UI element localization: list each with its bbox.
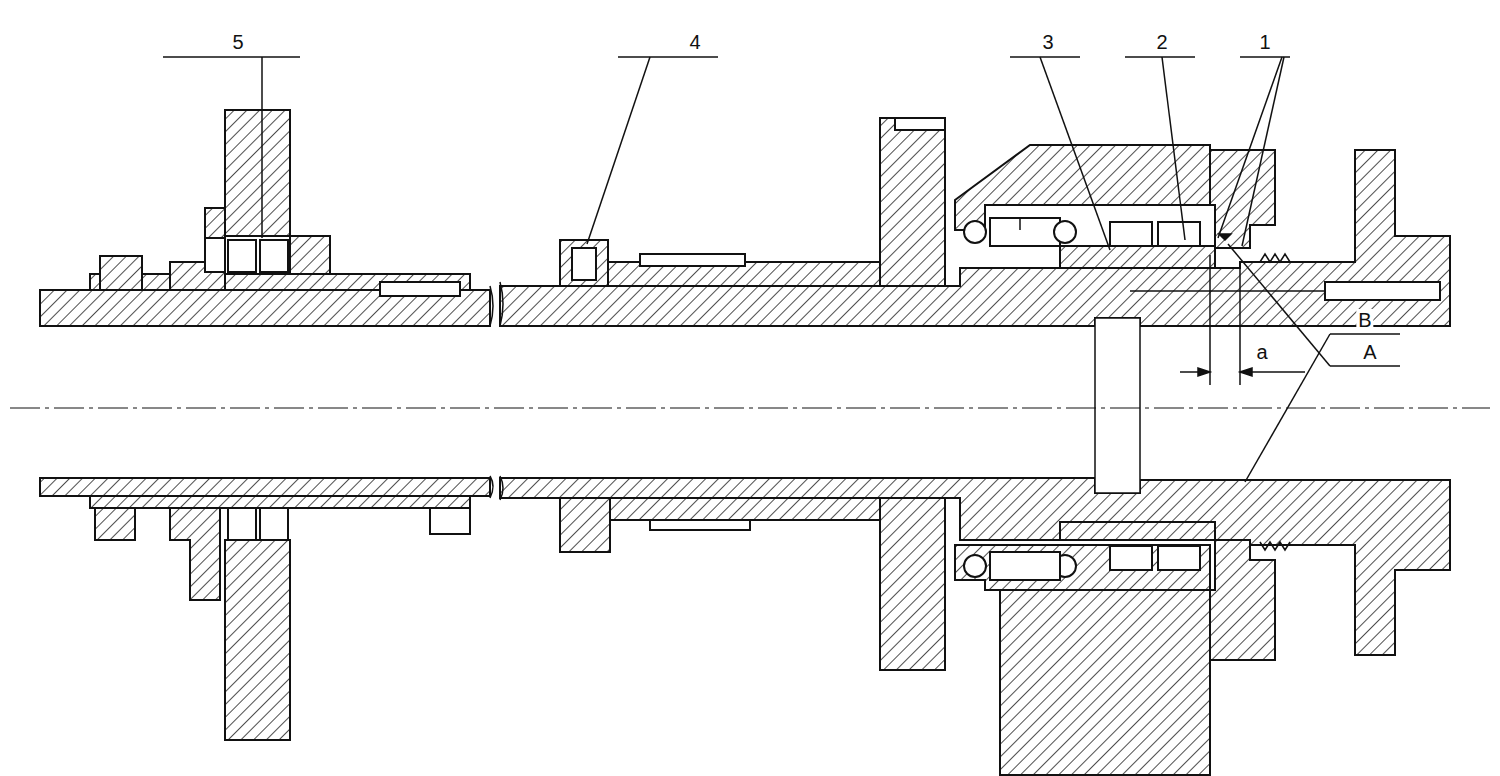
- callout-label: B: [1356, 309, 1373, 331]
- center-line: [10, 408, 1490, 409]
- callout-label: A: [1361, 341, 1378, 363]
- section-parts: [40, 110, 1450, 775]
- callout-label: 4: [687, 31, 702, 53]
- detail-lines: [490, 218, 1325, 550]
- callout-label: 5: [230, 31, 245, 53]
- callout-label: 1: [1257, 31, 1272, 53]
- leader-lines: [163, 57, 1400, 482]
- callout-label: a: [1254, 341, 1269, 363]
- callout-label: 2: [1154, 31, 1169, 53]
- callout-label: 3: [1040, 31, 1055, 53]
